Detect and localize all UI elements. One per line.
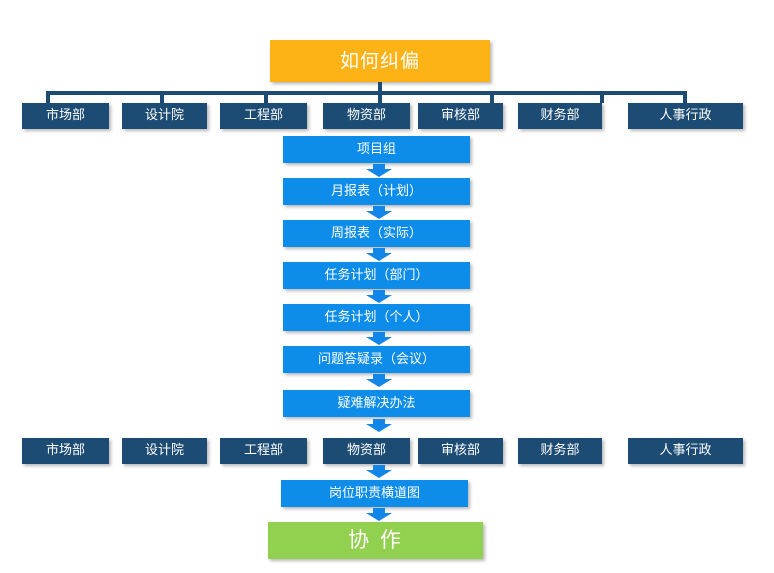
down-arrow-icon [366, 248, 392, 261]
hr-admin-box-row1: 人事行政 [628, 103, 743, 129]
down-arrow-icon [366, 508, 392, 521]
monthly-report-box: 月报表（计划） [283, 178, 470, 205]
finance-dept-box-row2: 财务部 [518, 438, 602, 464]
down-arrow-icon [366, 164, 392, 177]
marketing-dept-box-row1: 市场部 [22, 103, 109, 129]
down-arrow-icon [366, 374, 392, 387]
marketing-dept-box-row2: 市场部 [22, 438, 109, 464]
dept-task-plan-box: 任务计划（部门） [283, 262, 470, 289]
problem-solution-box: 疑难解决办法 [283, 390, 470, 417]
design-institute-box-row2: 设计院 [122, 438, 207, 464]
down-arrow-icon [366, 290, 392, 303]
finance-dept-box-row1: 财务部 [518, 103, 602, 129]
collaboration-result-box: 协 作 [268, 522, 483, 559]
connector-drop-line [264, 95, 268, 103]
hr-admin-box-row2: 人事行政 [628, 438, 743, 464]
audit-dept-box-row2: 审核部 [418, 438, 503, 464]
connector-drop-line [46, 95, 50, 103]
connector-drop-line [160, 95, 164, 103]
connector-bus-line [46, 91, 687, 95]
down-arrow-icon [366, 465, 392, 478]
title-box: 如何纠偏 [270, 40, 490, 82]
materials-dept-box-row1: 物资部 [323, 103, 410, 129]
gantt-chart-box: 岗位职责横道图 [281, 480, 468, 507]
weekly-report-box: 周报表（实际） [283, 220, 470, 247]
connector-drop-line [683, 95, 687, 103]
down-arrow-icon [366, 206, 392, 219]
engineering-dept-box-row1: 工程部 [220, 103, 307, 129]
engineering-dept-box-row2: 工程部 [220, 438, 307, 464]
design-institute-box-row1: 设计院 [122, 103, 207, 129]
audit-dept-box-row1: 审核部 [418, 103, 503, 129]
personal-task-plan-box: 任务计划（个人） [283, 304, 470, 331]
project-team-box: 项目组 [283, 136, 470, 163]
qa-record-box: 问题答疑录（会议） [283, 346, 470, 373]
connector-drop-line [600, 95, 604, 103]
down-arrow-icon [366, 419, 392, 432]
connector-drop-line [490, 95, 494, 103]
down-arrow-icon [366, 332, 392, 345]
materials-dept-box-row2: 物资部 [323, 438, 410, 464]
